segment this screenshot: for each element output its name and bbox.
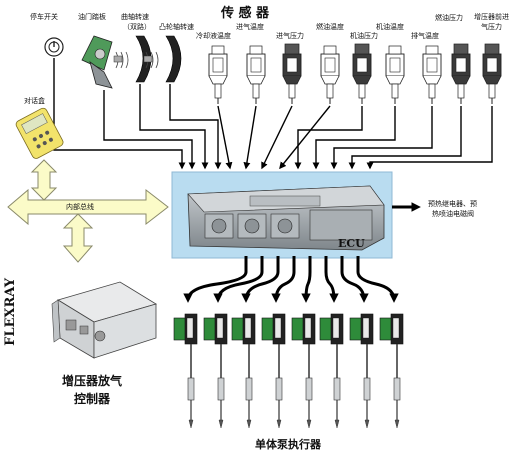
label-ecu: ECU — [338, 237, 365, 250]
wastegate-controller — [51, 281, 157, 359]
pump-line-4 — [271, 256, 296, 303]
pump-line-6 — [324, 256, 339, 303]
line-oil-temp — [312, 106, 396, 170]
label-intake-temp: 进气温度 — [236, 23, 264, 31]
line-oil-pressure — [294, 106, 363, 170]
oil-temp-icon — [385, 45, 405, 104]
boost-pressure-icon — [482, 43, 502, 104]
line-parking-switch — [53, 58, 186, 170]
label-coolant-temp: 冷却液温度 — [196, 32, 231, 40]
parking-switch-icon — [44, 37, 64, 57]
line-boost-pressure — [366, 106, 493, 170]
bus-up-arrow — [30, 159, 58, 201]
crank-speed-icon — [113, 35, 152, 83]
exhaust-temp-icon — [422, 45, 442, 104]
injector-8 — [379, 313, 404, 429]
label-ecu-output-2: 热喷油电磁阀 — [432, 210, 474, 218]
line-coolant-temp — [217, 105, 233, 170]
injector-4 — [261, 313, 286, 429]
oil-pressure-icon — [352, 43, 372, 104]
label-boost-pressure-2: 气压力 — [481, 23, 502, 31]
pump-line-1 — [183, 256, 248, 303]
ecu-box — [187, 185, 385, 251]
coolant-temp-icon — [208, 45, 228, 104]
label-oil-temp: 机油温度 — [376, 23, 404, 31]
bus-down-arrow — [62, 213, 94, 263]
injector-5 — [291, 313, 316, 429]
label-wastegate-2: 控制器 — [74, 392, 111, 406]
pump-line-8 — [356, 256, 399, 303]
label-oil-pressure: 机油压力 — [350, 32, 378, 40]
injector-7 — [349, 313, 374, 429]
label-unit-pump: 单体泵执行器 — [255, 438, 321, 451]
injector-2 — [203, 313, 228, 429]
line-cam-speed — [169, 84, 222, 170]
label-crank-dual: （双路） — [123, 23, 151, 31]
fuel-temp-icon — [320, 45, 340, 104]
line-fuel-pressure — [348, 106, 462, 170]
label-boost-pressure-1: 增压器前进 — [474, 13, 509, 21]
pump-line-2 — [213, 256, 264, 303]
intake-pressure-icon — [282, 43, 302, 104]
label-parking-switch: 停车开关 — [30, 13, 58, 21]
internal-bus-arrows — [7, 159, 169, 263]
fuel-pressure-icon — [451, 43, 471, 104]
line-intake-temp — [243, 105, 257, 170]
cam-speed-icon — [143, 35, 182, 83]
label-cam-speed: 凸轮轴转速 — [159, 23, 194, 31]
unit-pump-injectors — [173, 313, 404, 429]
line-intake-pressure — [261, 105, 293, 170]
pump-line-5 — [301, 256, 312, 303]
line-throttle-pedal — [103, 90, 196, 170]
bus-horizontal-arrow — [7, 188, 169, 226]
sensors-title: 传 感 器 — [221, 6, 270, 21]
intake-temp-icon — [246, 45, 266, 104]
label-intake-pressure: 进气压力 — [276, 32, 304, 40]
sensor-signal-lines — [53, 58, 493, 170]
label-flexray: FLEXRAY — [3, 278, 18, 346]
line-crank-speed — [139, 84, 209, 170]
label-dialog-box: 对话盒 — [24, 97, 45, 105]
line-exhaust-temp — [330, 106, 433, 170]
label-internal-bus: 内部总线 — [66, 203, 94, 211]
injector-3 — [231, 313, 256, 429]
pump-line-3 — [241, 256, 280, 303]
label-crank-speed: 曲轴转速 — [121, 13, 149, 21]
injector-1 — [173, 313, 198, 429]
dialog-box-device — [15, 107, 64, 159]
label-exhaust-temp: 排气温度 — [411, 32, 439, 40]
label-fuel-temp: 燃油温度 — [316, 23, 344, 31]
injector-6 — [319, 313, 344, 429]
label-ecu-output-1: 预热继电器、预 — [428, 200, 477, 208]
label-fuel-pressure: 燃油压力 — [435, 14, 463, 22]
label-throttle-pedal: 油门踏板 — [78, 13, 106, 21]
label-wastegate-1: 增压器放气 — [62, 374, 123, 388]
line-fuel-temp — [279, 105, 331, 170]
throttle-pedal-icon — [81, 35, 113, 89]
pump-drive-lines — [183, 256, 399, 303]
pump-line-7 — [340, 256, 369, 303]
sensor-icons — [44, 35, 502, 104]
